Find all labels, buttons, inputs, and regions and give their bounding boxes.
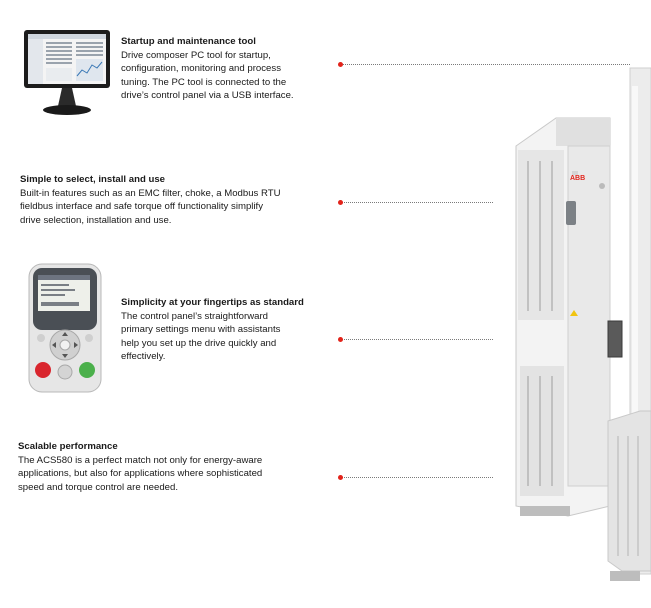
feature-description: Drive composer PC tool for startup, conf… xyxy=(121,49,294,102)
acs580-drive-cabinet-image: ABB xyxy=(510,66,651,608)
leader-line-simple-select xyxy=(338,199,493,205)
feature-title: Startup and maintenance tool xyxy=(121,36,256,47)
leader-line-startup-tool xyxy=(338,61,630,67)
feature-title: Simplicity at your fingertips as standar… xyxy=(121,297,304,308)
feature-description: Built-in features such as an EMC filter,… xyxy=(20,187,281,226)
control-panel-image xyxy=(26,262,104,399)
feature-scalable-performance: Scalable performance The ACS580 is a per… xyxy=(18,440,318,494)
feature-description: The control panel’s straightforward prim… xyxy=(121,310,281,363)
feature-description: The ACS580 is a perfect match not only f… xyxy=(18,454,263,493)
leader-dot xyxy=(338,61,343,67)
leader-dot xyxy=(338,474,343,480)
pc-monitor-image xyxy=(22,28,114,125)
feature-title: Simple to select, install and use xyxy=(20,174,166,185)
leader-dot xyxy=(338,336,343,342)
feature-title: Scalable performance xyxy=(18,441,118,452)
svg-text:ABB: ABB xyxy=(570,175,585,182)
feature-simplicity-at-fingertips: Simplicity at your fingertips as standar… xyxy=(121,296,331,364)
leader-line-control-panel xyxy=(338,336,493,342)
feature-simple-to-select: Simple to select, install and use Built-… xyxy=(20,173,320,227)
feature-startup-maintenance-tool: Startup and maintenance tool Drive compo… xyxy=(121,35,331,103)
leader-dot xyxy=(338,199,343,205)
leader-line-scalable-performance xyxy=(338,474,493,480)
